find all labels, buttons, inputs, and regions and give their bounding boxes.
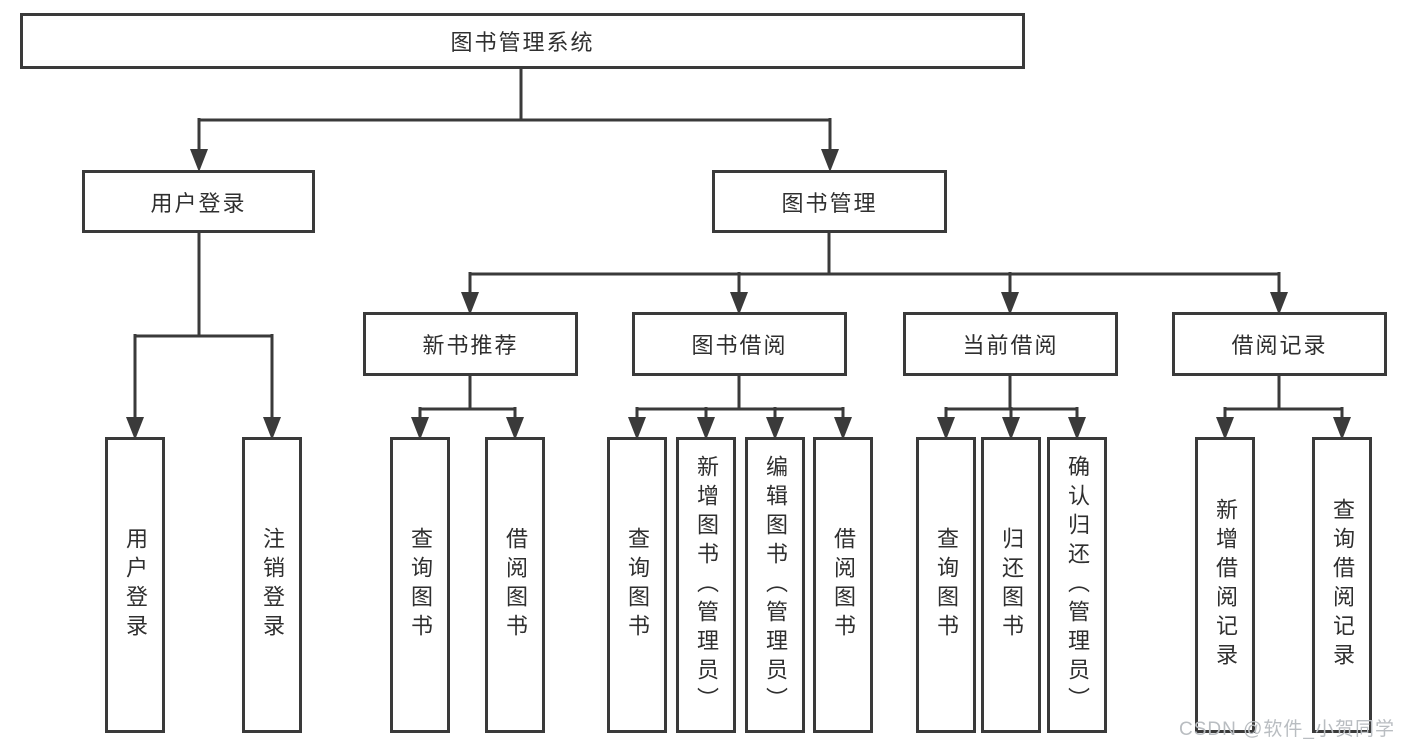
node-user-login-label: 用户登录 bbox=[150, 190, 247, 216]
leaf-label: 确认归还（管理员） bbox=[1065, 454, 1090, 716]
leaf-label: 编辑图书（管理员） bbox=[763, 454, 788, 716]
leaf-label: 用户登录 bbox=[123, 527, 148, 643]
arrowheads bbox=[126, 149, 1351, 440]
arrow-down-icon bbox=[1001, 292, 1019, 315]
connector-new-book-rec bbox=[418, 376, 517, 418]
arrow-down-icon bbox=[190, 149, 208, 172]
arrow-down-icon bbox=[461, 292, 479, 315]
leaf-add-borrow-record: 新增借阅记录 bbox=[1195, 437, 1255, 733]
arrow-down-icon bbox=[1216, 417, 1234, 440]
connector-user-login bbox=[133, 233, 274, 418]
node-borrow-records: 借阅记录 bbox=[1172, 312, 1387, 376]
arrow-down-icon bbox=[821, 149, 839, 172]
arrow-down-icon bbox=[411, 417, 429, 440]
leaf-query-books-current: 查询图书 bbox=[916, 437, 976, 733]
node-new-book-rec-label: 新书推荐 bbox=[422, 333, 519, 358]
leaf-label: 新增图书（管理员） bbox=[694, 454, 719, 716]
connector-root bbox=[197, 67, 832, 150]
leaf-query-books-rec: 查询图书 bbox=[390, 437, 450, 733]
arrow-down-icon bbox=[697, 417, 715, 440]
node-user-login: 用户登录 bbox=[82, 170, 315, 233]
leaf-label: 查询借阅记录 bbox=[1330, 498, 1355, 672]
node-book-borrow: 图书借阅 bbox=[632, 312, 847, 376]
leaf-label: 查询图书 bbox=[408, 527, 433, 643]
leaf-query-borrow-record: 查询借阅记录 bbox=[1312, 437, 1372, 733]
arrow-down-icon bbox=[1333, 417, 1351, 440]
connector-borrow-records bbox=[1223, 376, 1344, 418]
arrow-down-icon bbox=[937, 417, 955, 440]
arrow-down-icon bbox=[1068, 417, 1086, 440]
leaf-label: 查询图书 bbox=[934, 527, 959, 643]
leaf-user-login: 用户登录 bbox=[105, 437, 165, 733]
leaf-logout: 注销登录 bbox=[242, 437, 302, 733]
node-borrow-records-label: 借阅记录 bbox=[1231, 333, 1328, 358]
node-book-mgmt-label: 图书管理 bbox=[781, 190, 878, 216]
node-root: 图书管理系统 bbox=[20, 13, 1025, 69]
arrow-down-icon bbox=[126, 417, 144, 440]
arrow-down-icon bbox=[506, 417, 524, 440]
arrow-down-icon bbox=[730, 292, 748, 315]
leaf-label: 新增借阅记录 bbox=[1213, 498, 1238, 672]
arrow-down-icon bbox=[628, 417, 646, 440]
leaf-add-books-admin: 新增图书（管理员） bbox=[676, 437, 736, 733]
connector-current-borrow bbox=[944, 376, 1079, 418]
arrow-down-icon bbox=[834, 417, 852, 440]
leaf-label: 借阅图书 bbox=[503, 527, 528, 643]
arrow-down-icon bbox=[263, 417, 281, 440]
node-current-borrow: 当前借阅 bbox=[903, 312, 1118, 376]
arrow-down-icon bbox=[766, 417, 784, 440]
leaf-label: 归还图书 bbox=[999, 527, 1024, 643]
connector-book-mgmt bbox=[468, 233, 1281, 293]
leaf-return-books: 归还图书 bbox=[981, 437, 1041, 733]
leaf-label: 注销登录 bbox=[260, 527, 285, 643]
arrow-down-icon bbox=[1270, 292, 1288, 315]
node-book-borrow-label: 图书借阅 bbox=[691, 333, 788, 358]
node-book-mgmt: 图书管理 bbox=[712, 170, 947, 233]
leaf-edit-books-admin: 编辑图书（管理员） bbox=[745, 437, 805, 733]
node-root-label: 图书管理系统 bbox=[450, 30, 595, 55]
leaf-confirm-return-admin: 确认归还（管理员） bbox=[1047, 437, 1107, 733]
node-new-book-rec: 新书推荐 bbox=[363, 312, 578, 376]
leaf-label: 借阅图书 bbox=[831, 527, 856, 643]
arrow-down-icon bbox=[1002, 417, 1020, 440]
leaf-borrow-books-rec: 借阅图书 bbox=[485, 437, 545, 733]
leaf-query-books-borrow: 查询图书 bbox=[607, 437, 667, 733]
connector-book-borrow bbox=[635, 376, 845, 418]
leaf-label: 查询图书 bbox=[625, 527, 650, 643]
leaf-borrow-books: 借阅图书 bbox=[813, 437, 873, 733]
node-current-borrow-label: 当前借阅 bbox=[962, 333, 1059, 358]
